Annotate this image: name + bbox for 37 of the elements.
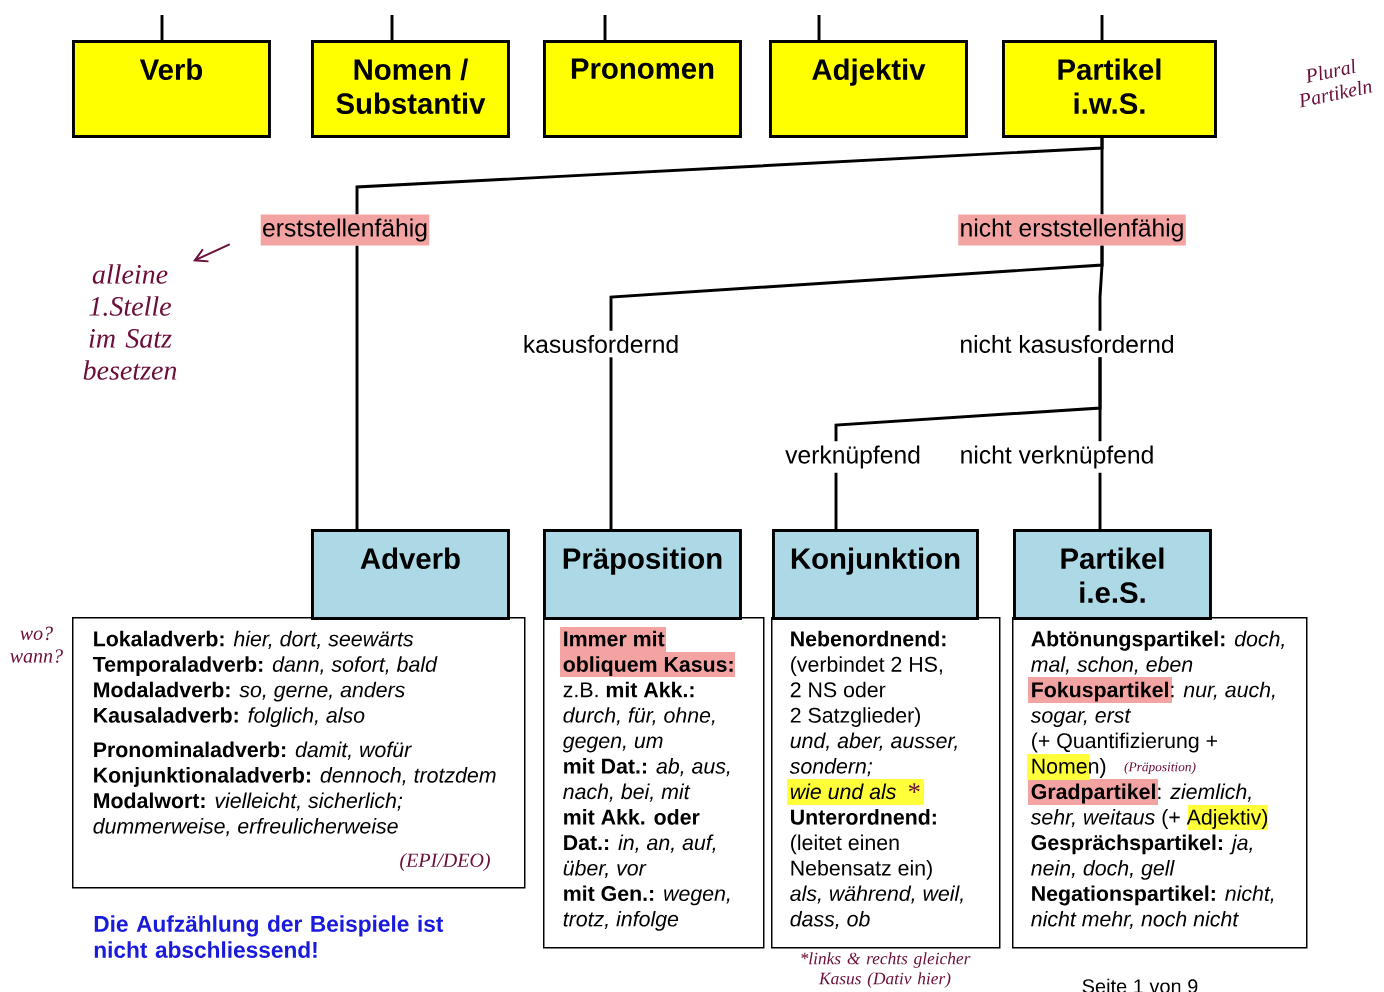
branch-label: nicht verknüpfend — [961, 445, 1153, 469]
note-text: Die Aufzählung der Beispiele ist nicht abschliessend! — [94, 915, 444, 958]
tree-line — [390, 15, 394, 40]
branch-label: erststellenfähig — [260, 214, 430, 246]
handwritten-note: (EPI/DEO) — [400, 852, 490, 872]
tree-line — [1098, 472, 1102, 529]
tree-line — [1098, 245, 1104, 331]
handwritten-note: *links & rechts gleicher Kasus (Dativ hier) — [801, 952, 971, 988]
handwritten-note: (Präposition) — [1124, 761, 1196, 775]
subcategory-box: Partikel i.e.S. — [1013, 529, 1212, 620]
category-box: Verb — [72, 40, 271, 138]
tree-line — [1098, 357, 1102, 442]
subcategory-box: Konjunktion — [772, 529, 979, 620]
branch-label: kasusfordernd — [524, 334, 678, 354]
branch-label: nicht kasusfordernd — [961, 334, 1173, 354]
tree-line — [1100, 15, 1104, 40]
tree-line — [817, 15, 821, 40]
handwritten-note: wo? wann? — [10, 626, 63, 663]
category-box: Pronomen — [543, 40, 742, 138]
tree-line — [603, 15, 607, 40]
category-box: Nomen / Substantiv — [311, 40, 510, 138]
branch-label: verknüpfend — [785, 445, 920, 469]
category-box: Partikel i.w.S. — [1002, 40, 1217, 138]
tree-line — [834, 472, 838, 529]
tree-line — [355, 245, 359, 529]
subcategory-box: Präposition — [543, 529, 742, 620]
handwritten-arrow — [192, 243, 230, 263]
tree-line — [160, 15, 164, 40]
tree-line — [609, 357, 613, 529]
branch-label: nicht erststellenfähig — [958, 214, 1186, 246]
handwritten-note: Plural Partikeln — [1299, 58, 1373, 108]
subcategory-box: Adverb — [311, 529, 510, 620]
description-box: Immer mit obliquem Kasus: z.B. mit Akk.: durch, für, ohne, gegen, um mit Dat.: ab, aus, nach, bei, mit mit Akk. oder Dat.: in, an, auf, über, vor mit Gen.: wegen, trotz, infolge — [543, 617, 765, 949]
handwritten-note: alleine 1.Stelle im Satz besetzen — [83, 264, 177, 380]
tree-line — [1100, 137, 1104, 215]
handwritten-note: * — [908, 783, 920, 794]
category-box: Adjektiv — [769, 40, 968, 138]
